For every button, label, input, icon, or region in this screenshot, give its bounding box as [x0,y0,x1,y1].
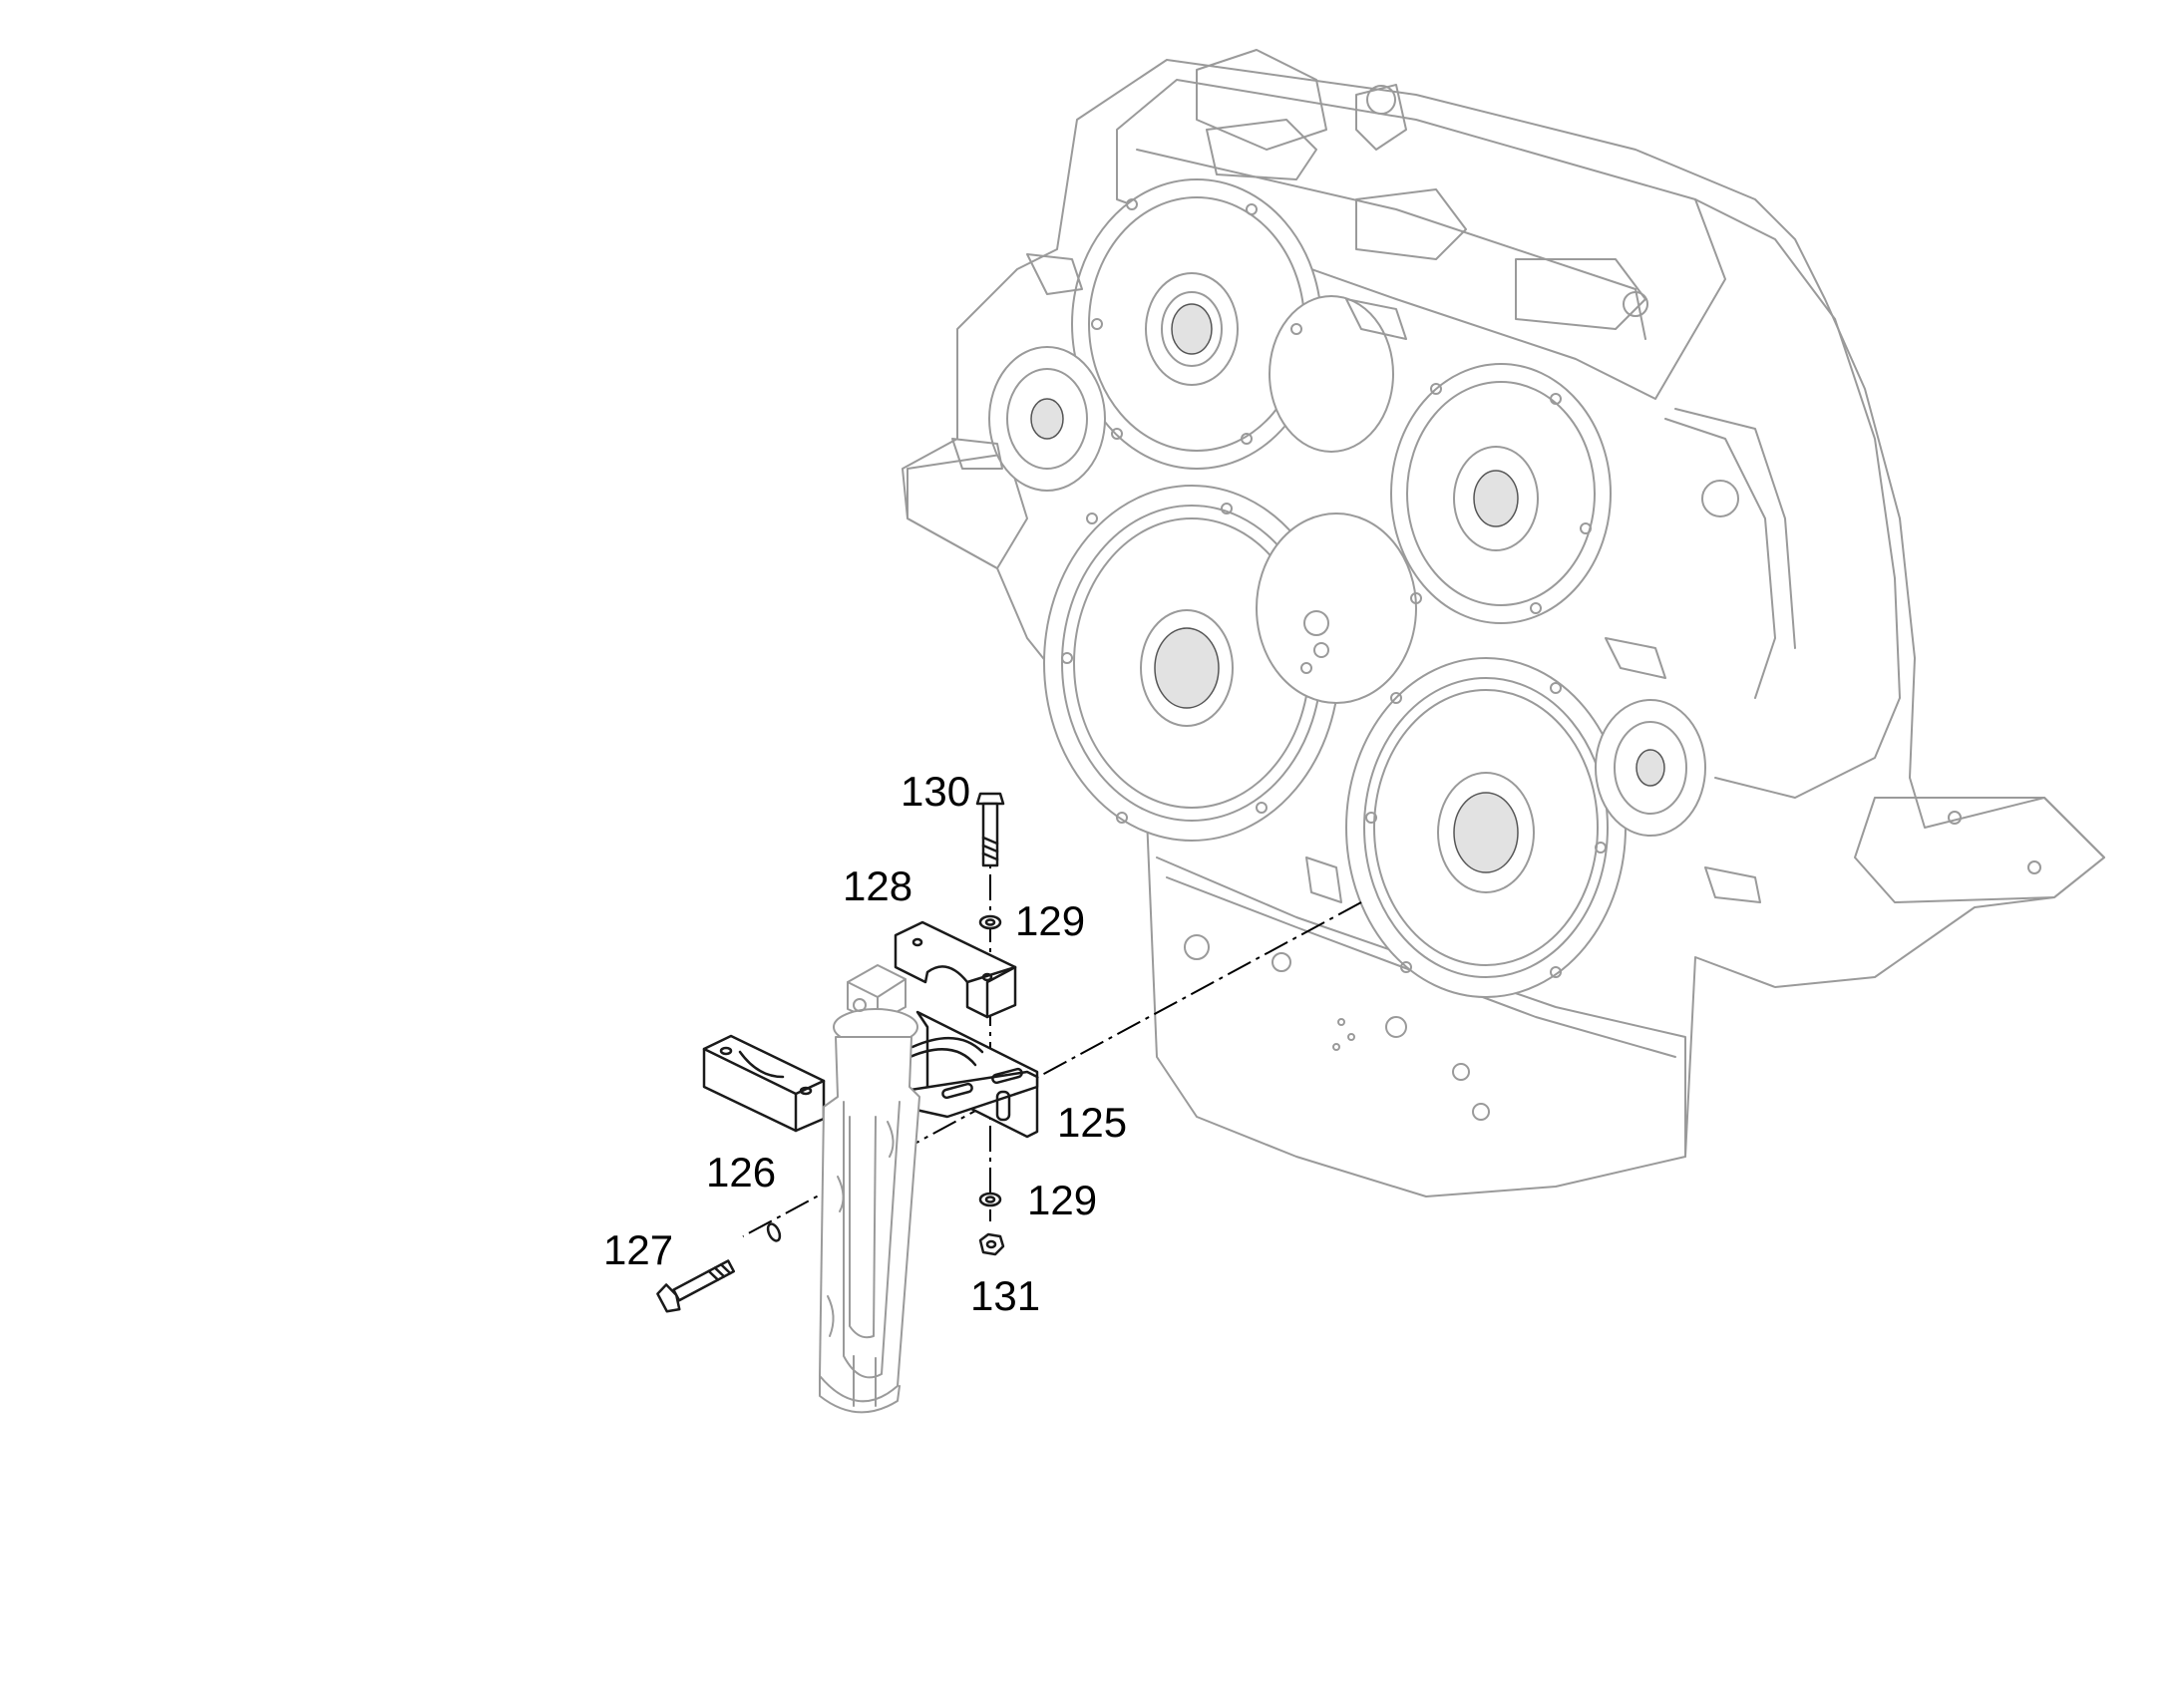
assembly-center-lines [742,833,1362,1237]
washer-129-top [978,914,1002,930]
bolt-127 [656,1259,736,1313]
gearbox-housing [902,49,2105,1197]
label-129-top: 129 [1015,897,1085,944]
nut-131 [978,1232,1005,1256]
washer-129-bottom [978,1192,1002,1207]
label-127: 127 [603,1226,673,1273]
clamp-half-128-lower [702,1034,826,1133]
actuator-cylinder [819,964,920,1414]
washer-126 [766,1222,782,1242]
clamp-half-128-upper [894,920,1017,1019]
label-129-bottom: 129 [1027,1177,1097,1223]
label-126: 126 [706,1149,776,1196]
label-125: 125 [1057,1099,1127,1146]
bolt-130 [975,792,1005,867]
label-130: 130 [901,768,970,815]
label-131: 131 [970,1272,1040,1319]
label-128: 128 [843,862,912,909]
